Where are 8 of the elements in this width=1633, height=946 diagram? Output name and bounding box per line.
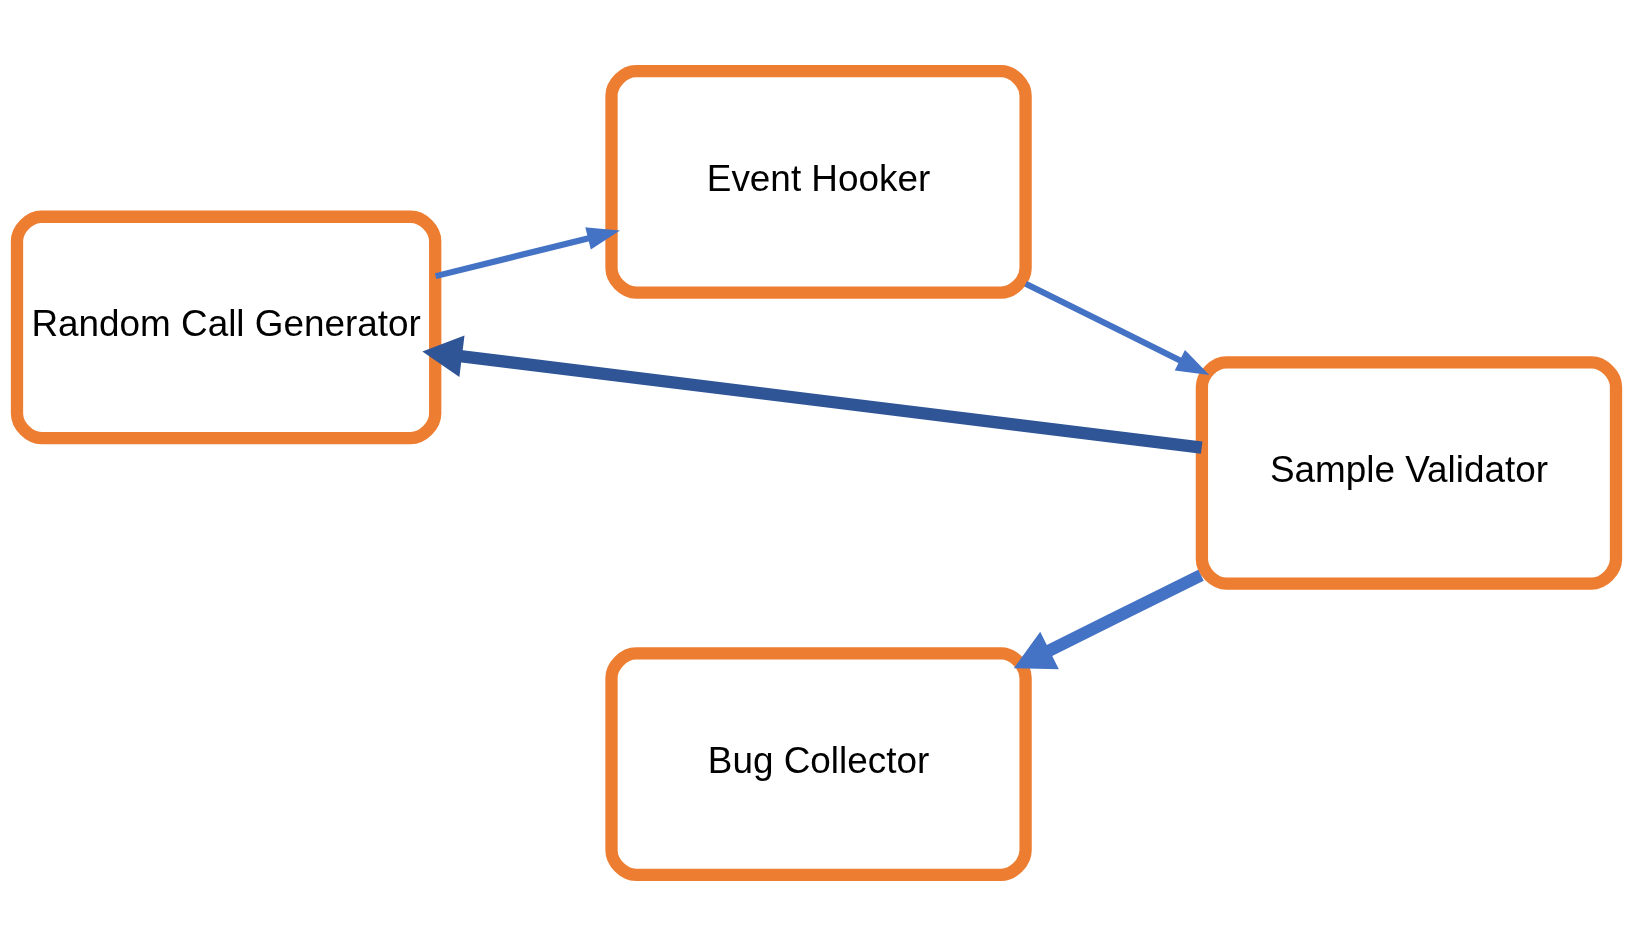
arrow	[1013, 569, 1204, 670]
arrow	[422, 335, 1203, 454]
arrow	[434, 227, 620, 280]
node-box: Event Hooker	[605, 65, 1032, 299]
node-box: Bug Collector	[605, 647, 1032, 881]
arrow	[1024, 280, 1210, 375]
node-box: Random Call Generator	[10, 210, 442, 445]
node-box: Sample Validator	[1195, 356, 1623, 590]
